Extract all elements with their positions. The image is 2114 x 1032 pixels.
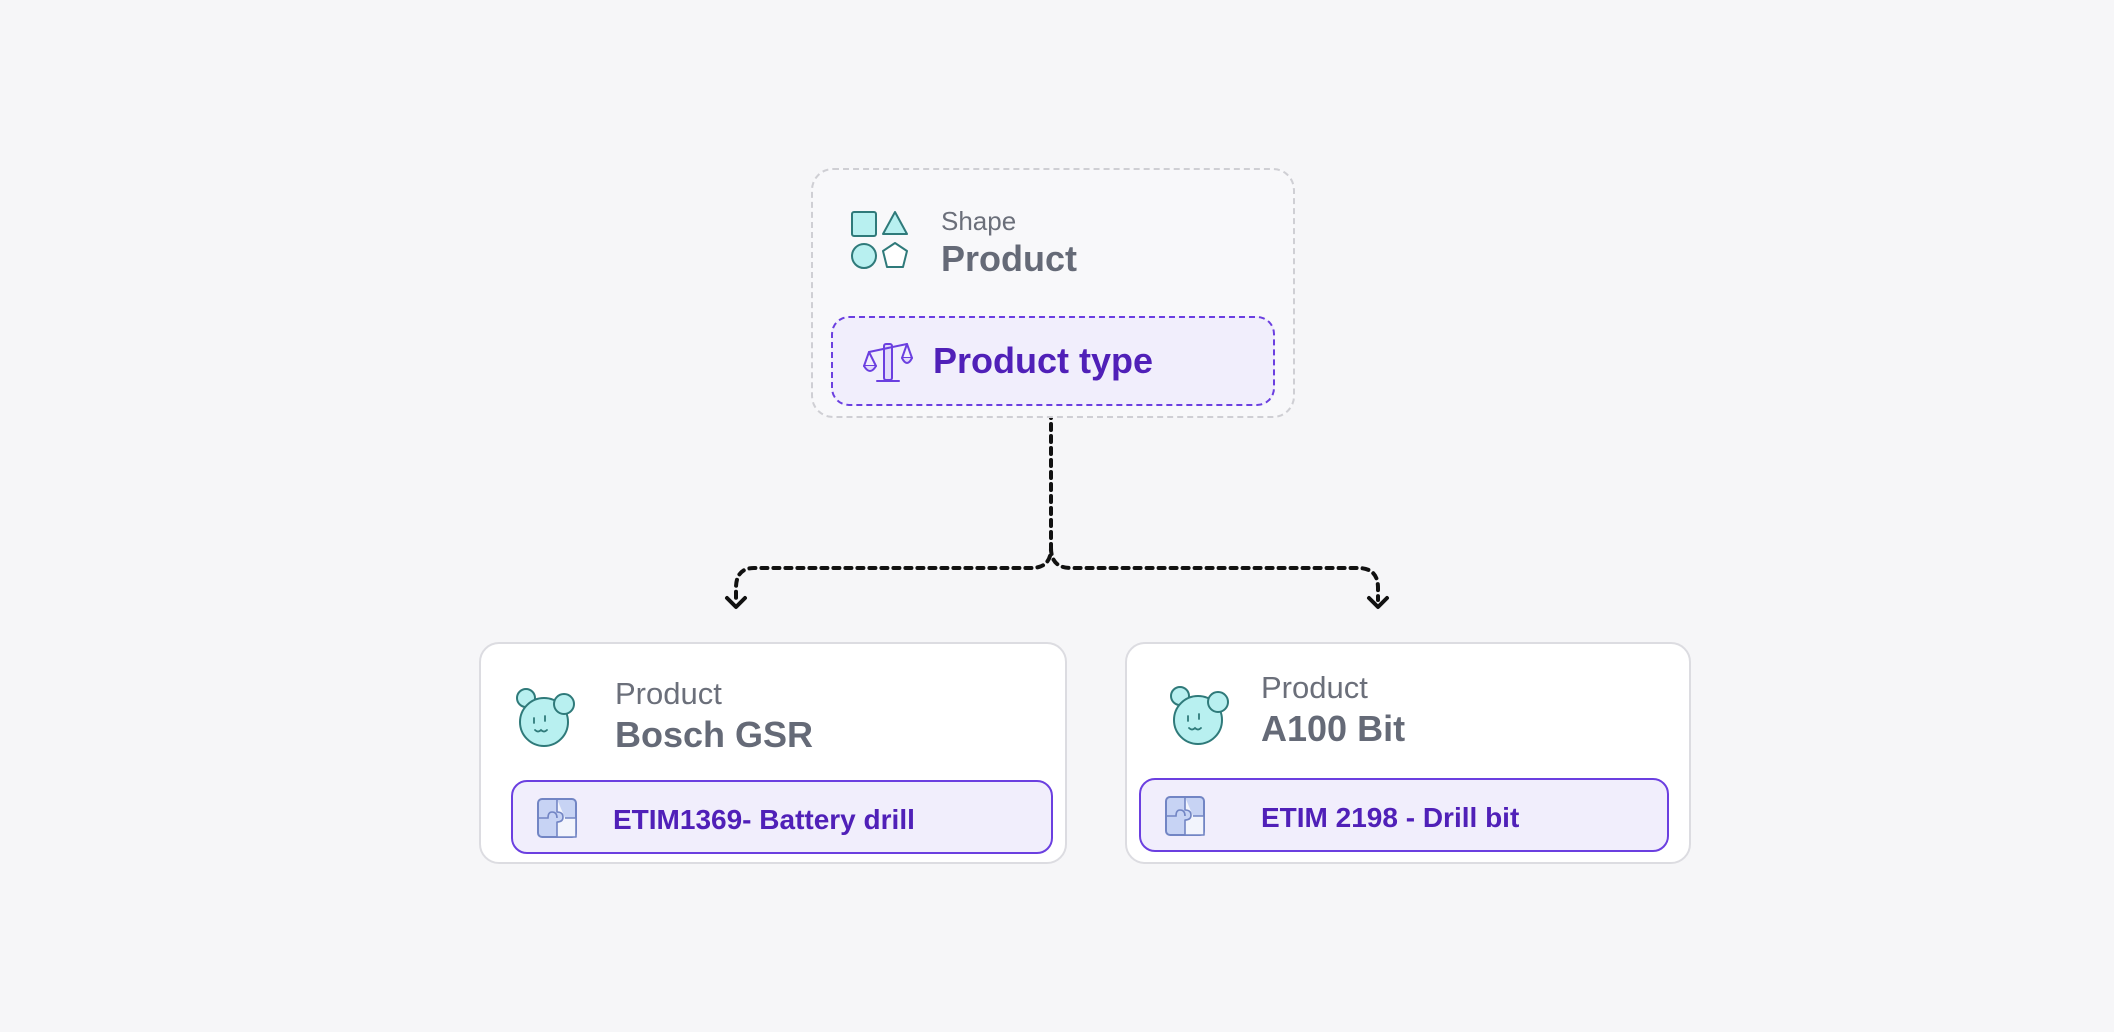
product-card-bosch-gsr[interactable]: Product Bosch GSR ETIM1369- Battery dril…: [479, 642, 1067, 864]
puzzle-icon: [1165, 796, 1205, 836]
etim-class-pill[interactable]: ETIM 2198 - Drill bit: [1139, 778, 1669, 852]
connector-trunk: [734, 410, 1053, 602]
product-subtitle: Product: [615, 676, 722, 711]
bear-icon: [516, 688, 575, 747]
shapes-icon: [851, 211, 908, 269]
etim-class-pill[interactable]: ETIM1369- Battery drill: [511, 780, 1053, 854]
etim-class-label: ETIM1369- Battery drill: [613, 804, 915, 835]
bear-icon: [1170, 686, 1229, 745]
puzzle-icon: [537, 798, 577, 838]
product-title: A100 Bit: [1261, 708, 1406, 749]
product-type-label: Product type: [933, 340, 1154, 381]
product-title: Bosch GSR: [615, 714, 814, 755]
shape-subtitle: Shape: [941, 206, 1017, 236]
shape-title: Product: [941, 238, 1078, 279]
product-subtitle: Product: [1261, 670, 1368, 705]
arrowhead-right: [1367, 596, 1389, 609]
product-card-a100-bit[interactable]: Product A100 Bit ETIM 2198 - Drill bit: [1125, 642, 1691, 864]
shape-card[interactable]: Shape Product Product type: [811, 168, 1295, 418]
product-type-pill[interactable]: Product type: [831, 316, 1275, 406]
scale-icon: [863, 343, 913, 382]
connector-branch-right: [1049, 546, 1380, 602]
arrowhead-left: [725, 596, 747, 609]
etim-class-label: ETIM 2198 - Drill bit: [1261, 802, 1520, 833]
